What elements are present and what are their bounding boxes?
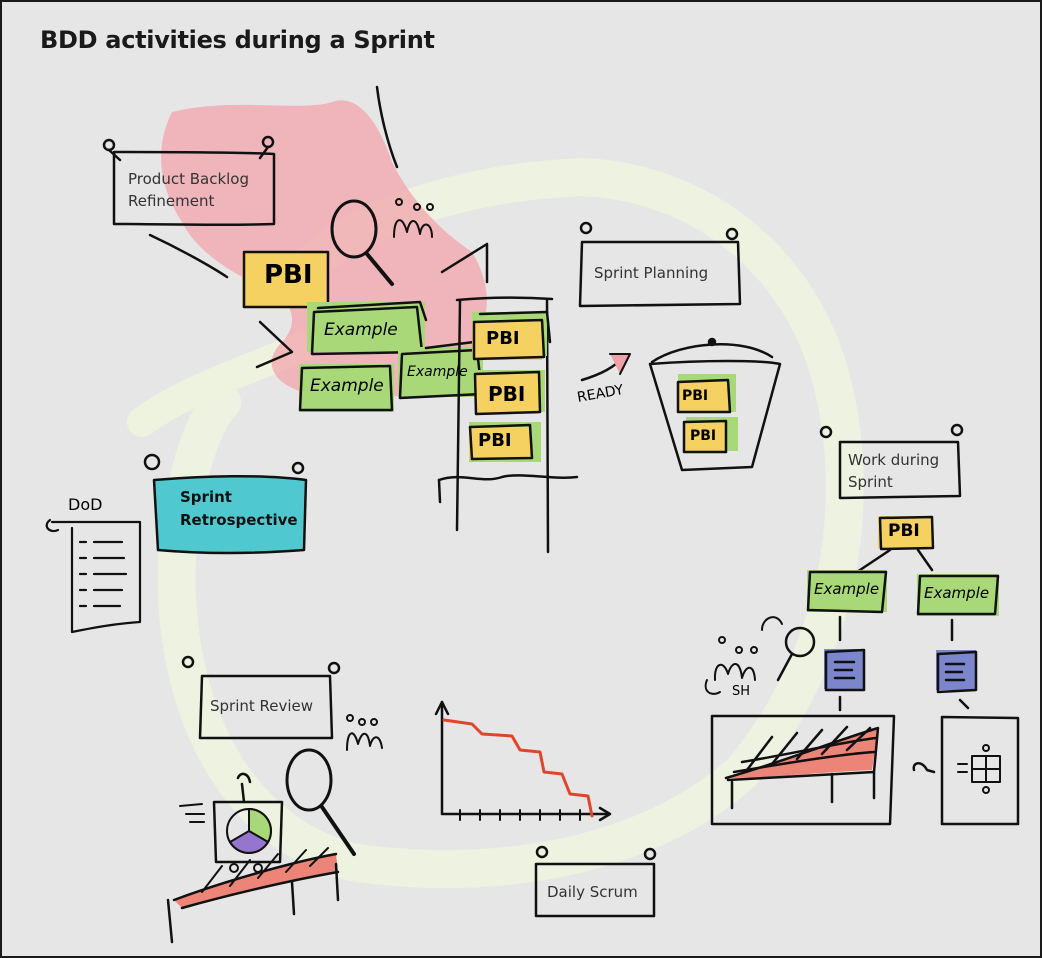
sign-label-retrospective: Sprint Retrospective <box>180 488 298 529</box>
pbi-label: PBI <box>488 382 526 406</box>
stakeholder-label: SH <box>732 684 751 699</box>
ready-arrow <box>580 353 631 382</box>
sign-label-refinement: Product Backlog Refinement <box>128 170 250 210</box>
sign-refinement <box>102 135 276 227</box>
pbi-label: PBI <box>888 521 920 541</box>
sign-planning <box>578 221 742 308</box>
sign-label-work: Work during Sprint <box>848 451 940 491</box>
sign-work <box>819 423 964 500</box>
example-label: Example <box>924 584 990 602</box>
pbi-label: PBI <box>478 430 512 451</box>
pbi-label: PBI <box>682 388 709 404</box>
stakeholder-icon <box>704 616 783 695</box>
burndown-chart-icon <box>434 700 612 822</box>
pbi-label: PBI <box>690 428 717 444</box>
checklist-scroll-icon <box>45 518 142 634</box>
sign-label-planning: Sprint Planning <box>594 264 709 282</box>
pbi-label: PBI <box>264 260 313 290</box>
document-icon <box>936 650 978 694</box>
arrow-stroke <box>375 85 399 169</box>
backlog-stack-icon <box>437 296 579 554</box>
arrow-stroke <box>440 242 489 284</box>
pbi-label: PBI <box>486 328 520 349</box>
example-label: Example <box>310 376 384 396</box>
document-icon <box>824 648 866 692</box>
work-flow <box>806 515 1000 642</box>
pie-chart-board-icon <box>179 772 284 873</box>
magnifier-icon <box>285 748 356 856</box>
table-icon <box>710 714 896 826</box>
sign-daily <box>534 845 657 918</box>
arrow-stroke <box>148 233 229 279</box>
sign-label-review: Sprint Review <box>210 697 314 715</box>
sign-retrospective <box>143 453 308 555</box>
example-card <box>298 364 394 412</box>
table-icon <box>166 847 340 944</box>
magnifier-icon <box>776 626 816 682</box>
sign-label-daily: Daily Scrum <box>547 883 638 901</box>
sprint-backlog-bucket-icon <box>648 337 782 472</box>
example-label: Example <box>407 364 468 380</box>
example-label: Example <box>324 320 398 340</box>
arrow-stroke <box>838 695 970 712</box>
dod-label: DoD <box>68 495 103 514</box>
arrow-stroke <box>255 320 294 369</box>
sign-review <box>181 655 341 740</box>
code-module-icon <box>912 715 1020 826</box>
magnifier-icon <box>330 199 394 286</box>
example-label: Example <box>814 580 880 598</box>
pbi-card <box>242 250 330 309</box>
page-title: BDD activities during a Sprint <box>40 26 435 54</box>
people-icon <box>393 198 434 238</box>
people-icon <box>346 714 383 751</box>
